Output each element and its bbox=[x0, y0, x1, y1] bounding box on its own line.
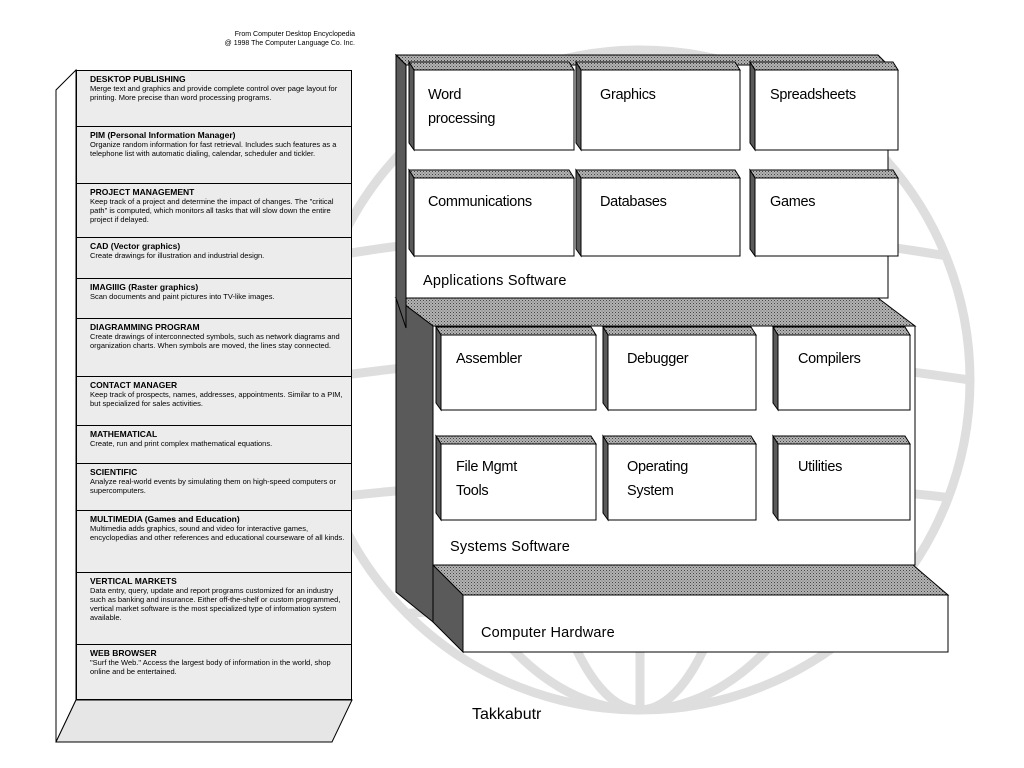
category-title: MULTIMEDIA (Games and Education) bbox=[90, 514, 240, 524]
sys-box-file-mgmt-tools bbox=[435, 434, 597, 522]
category-title: CAD (Vector graphics) bbox=[90, 241, 181, 251]
category-description: Analyze real-world events by simulating … bbox=[90, 477, 336, 495]
applications-software-label: Applications Software bbox=[423, 273, 567, 289]
category-title: DIAGRAMMING PROGRAM bbox=[90, 322, 200, 332]
list-item: PROJECT MANAGEMENT Keep track of a proje… bbox=[77, 183, 351, 237]
category-title: CONTACT MANAGER bbox=[90, 380, 178, 390]
category-title: IMAGIIIG (Raster graphics) bbox=[90, 282, 199, 292]
app-box-communications bbox=[408, 168, 575, 258]
list-item: CAD (Vector graphics) Create drawings fo… bbox=[77, 237, 351, 278]
app-box-word-processing bbox=[408, 60, 575, 152]
category-description: Multimedia adds graphics, sound and vide… bbox=[90, 524, 345, 542]
systems-software-label: Systems Software bbox=[450, 539, 571, 555]
sys-label-file-mgmt-tools: File Mgmt Tools bbox=[456, 455, 517, 503]
app-label-spreadsheets: Spreadsheets bbox=[770, 83, 856, 107]
app-label-line1: Graphics bbox=[600, 87, 656, 103]
computer-hardware-label: Computer Hardware bbox=[481, 625, 615, 641]
list-item: MATHEMATICAL Create, run and print compl… bbox=[77, 425, 351, 463]
caption-text: Takkabutr bbox=[472, 706, 542, 723]
list-item: VERTICAL MARKETS Data entry, query, upda… bbox=[77, 572, 351, 644]
app-label-games: Games bbox=[770, 190, 816, 214]
app-label-databases: Databases bbox=[600, 190, 667, 214]
sys-label-debugger: Debugger bbox=[627, 347, 689, 371]
credit-line-1: From Computer Desktop Encyclopedia bbox=[234, 31, 355, 38]
category-description: Merge text and graphics and provide comp… bbox=[90, 84, 338, 102]
list-item: CONTACT MANAGER Keep track of prospects,… bbox=[77, 376, 351, 425]
app-label-graphics: Graphics bbox=[600, 83, 656, 107]
list-item: MULTIMEDIA (Games and Education) Multime… bbox=[77, 510, 351, 572]
sys-box-utilities bbox=[772, 434, 911, 522]
hardware-layer bbox=[431, 563, 950, 654]
sys-box-debugger bbox=[602, 325, 757, 412]
sys-box-compilers bbox=[772, 325, 911, 412]
list-item: WEB BROWSER "Surf the Web." Access the l… bbox=[77, 644, 351, 699]
app-label-line1: Word bbox=[428, 87, 462, 103]
list-item: DIAGRAMMING PROGRAM Create drawings of i… bbox=[77, 318, 351, 376]
software-categories-list: DESKTOP PUBLISHING Merge text and graphi… bbox=[76, 70, 352, 700]
copyright-credit: From Computer Desktop Encyclopedia @ 199… bbox=[160, 30, 355, 48]
app-label-line1: Games bbox=[770, 194, 816, 210]
sys-label-line1: Utilities bbox=[798, 459, 843, 475]
category-title: MATHEMATICAL bbox=[90, 429, 158, 439]
category-title: WEB BROWSER bbox=[90, 648, 157, 658]
category-title: VERTICAL MARKETS bbox=[90, 576, 177, 586]
sys-label-line1: Debugger bbox=[627, 351, 689, 367]
category-title: SCIENTIFIC bbox=[90, 467, 138, 477]
list-item: PIM (Personal Information Manager) Organ… bbox=[77, 126, 351, 183]
app-box-databases bbox=[575, 168, 741, 258]
category-description: Scan documents and paint pictures into T… bbox=[90, 292, 275, 301]
sys-label-compilers: Compilers bbox=[798, 347, 861, 371]
category-description: Create, run and print complex mathematic… bbox=[90, 439, 273, 448]
category-description: "Surf the Web." Access the largest body … bbox=[90, 658, 331, 676]
sys-label-line2: System bbox=[627, 483, 674, 499]
sys-label-line1: File Mgmt bbox=[456, 459, 517, 475]
category-title: PROJECT MANAGEMENT bbox=[90, 187, 195, 197]
sys-box-assembler bbox=[435, 325, 597, 412]
sys-label-utilities: Utilities bbox=[798, 455, 842, 479]
credit-line-2: @ 1998 The Computer Language Co. Inc. bbox=[224, 40, 355, 47]
app-label-word-processing: Word processing bbox=[428, 83, 495, 131]
app-box-spreadsheets bbox=[749, 60, 899, 152]
app-label-line1: Databases bbox=[600, 194, 667, 210]
category-description: Create drawings of interconnected symbol… bbox=[90, 332, 340, 350]
list-item: DESKTOP PUBLISHING Merge text and graphi… bbox=[77, 71, 351, 126]
category-description: Data entry, query, update and report pro… bbox=[90, 586, 341, 622]
sys-label-line1: Operating bbox=[627, 459, 688, 475]
category-description: Keep track of prospects, names, addresse… bbox=[90, 390, 343, 408]
sys-label-line1: Assembler bbox=[456, 351, 522, 367]
category-title: PIM (Personal Information Manager) bbox=[90, 130, 236, 140]
category-description: Organize random information for fast ret… bbox=[90, 140, 337, 158]
list-item: IMAGIIIG (Raster graphics) Scan document… bbox=[77, 278, 351, 318]
sys-label-operating-system: Operating System bbox=[627, 455, 688, 503]
category-description: Keep track of a project and determine th… bbox=[90, 197, 334, 224]
app-label-line1: Communications bbox=[428, 194, 532, 210]
category-description: Create drawings for illustration and ind… bbox=[90, 251, 265, 260]
app-label-communications: Communications bbox=[428, 190, 532, 214]
list-item: SCIENTIFIC Analyze real-world events by … bbox=[77, 463, 351, 510]
sys-label-assembler: Assembler bbox=[456, 347, 522, 371]
sys-label-line2: Tools bbox=[456, 483, 489, 499]
app-box-games bbox=[749, 168, 899, 258]
app-label-line1: Spreadsheets bbox=[770, 87, 856, 103]
sys-box-operating-system bbox=[602, 434, 757, 522]
category-title: DESKTOP PUBLISHING bbox=[90, 74, 186, 84]
sys-label-line1: Compilers bbox=[798, 351, 861, 367]
app-box-graphics bbox=[575, 60, 741, 152]
app-label-line2: processing bbox=[428, 111, 496, 127]
